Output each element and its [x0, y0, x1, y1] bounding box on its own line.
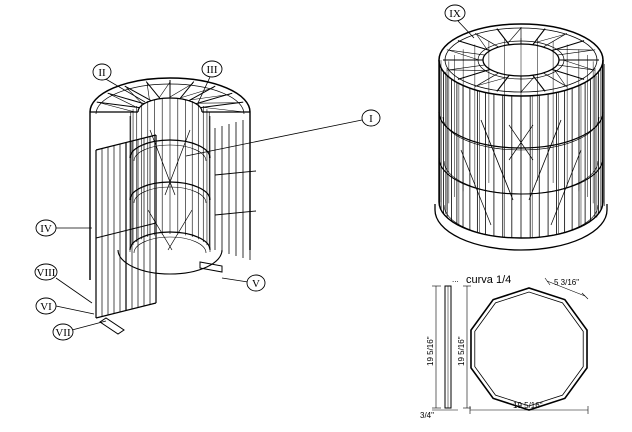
callout-vii-label: VII [55, 327, 71, 339]
callout-viii: VIII [34, 263, 93, 304]
decagon-outer [470, 287, 588, 411]
half-cylinder-frame [89, 77, 257, 335]
detail-side-dimension: 5 3/16" [554, 278, 579, 287]
callout-v: V [221, 274, 266, 292]
callout-vi-label: VI [40, 301, 52, 313]
callout-ix-label: IX [449, 8, 461, 20]
detail-width: 19 5/16" [513, 401, 543, 410]
callout-vi: VI [35, 297, 95, 315]
detail-height-left: 19 5/16" [426, 336, 435, 366]
callout-iii: III [197, 60, 223, 104]
callout-ix: IX [444, 4, 475, 39]
left-foot [99, 317, 125, 335]
callout-iii-label: III [207, 64, 218, 76]
callout-i: I [185, 109, 381, 157]
callout-ii-label: II [98, 67, 106, 79]
detail-thickness: 3/4" [420, 411, 434, 420]
left-inner-ring-edge-3 [133, 236, 207, 254]
curve-detail [432, 277, 589, 414]
detail-height-right: 19 5/16" [457, 336, 466, 366]
base-plate [434, 204, 608, 251]
callout-iv-label: IV [40, 223, 52, 235]
left-top-outer-arc [89, 77, 251, 113]
decagon-inner [474, 291, 584, 407]
detail-title-prefix: ... [452, 275, 459, 284]
callout-viii-label: VIII [37, 267, 56, 279]
detail-title: curva 1/4 [466, 274, 511, 286]
callout-ii: II [92, 63, 146, 103]
callout-vii: VII [52, 320, 107, 341]
callout-v-label: V [252, 278, 260, 290]
callout-i-label: I [369, 113, 373, 125]
right-foot [199, 261, 223, 273]
left-bottom-front-arc [117, 249, 223, 275]
callout-iv: IV [35, 219, 92, 237]
full-cylinder-frame [434, 23, 608, 251]
